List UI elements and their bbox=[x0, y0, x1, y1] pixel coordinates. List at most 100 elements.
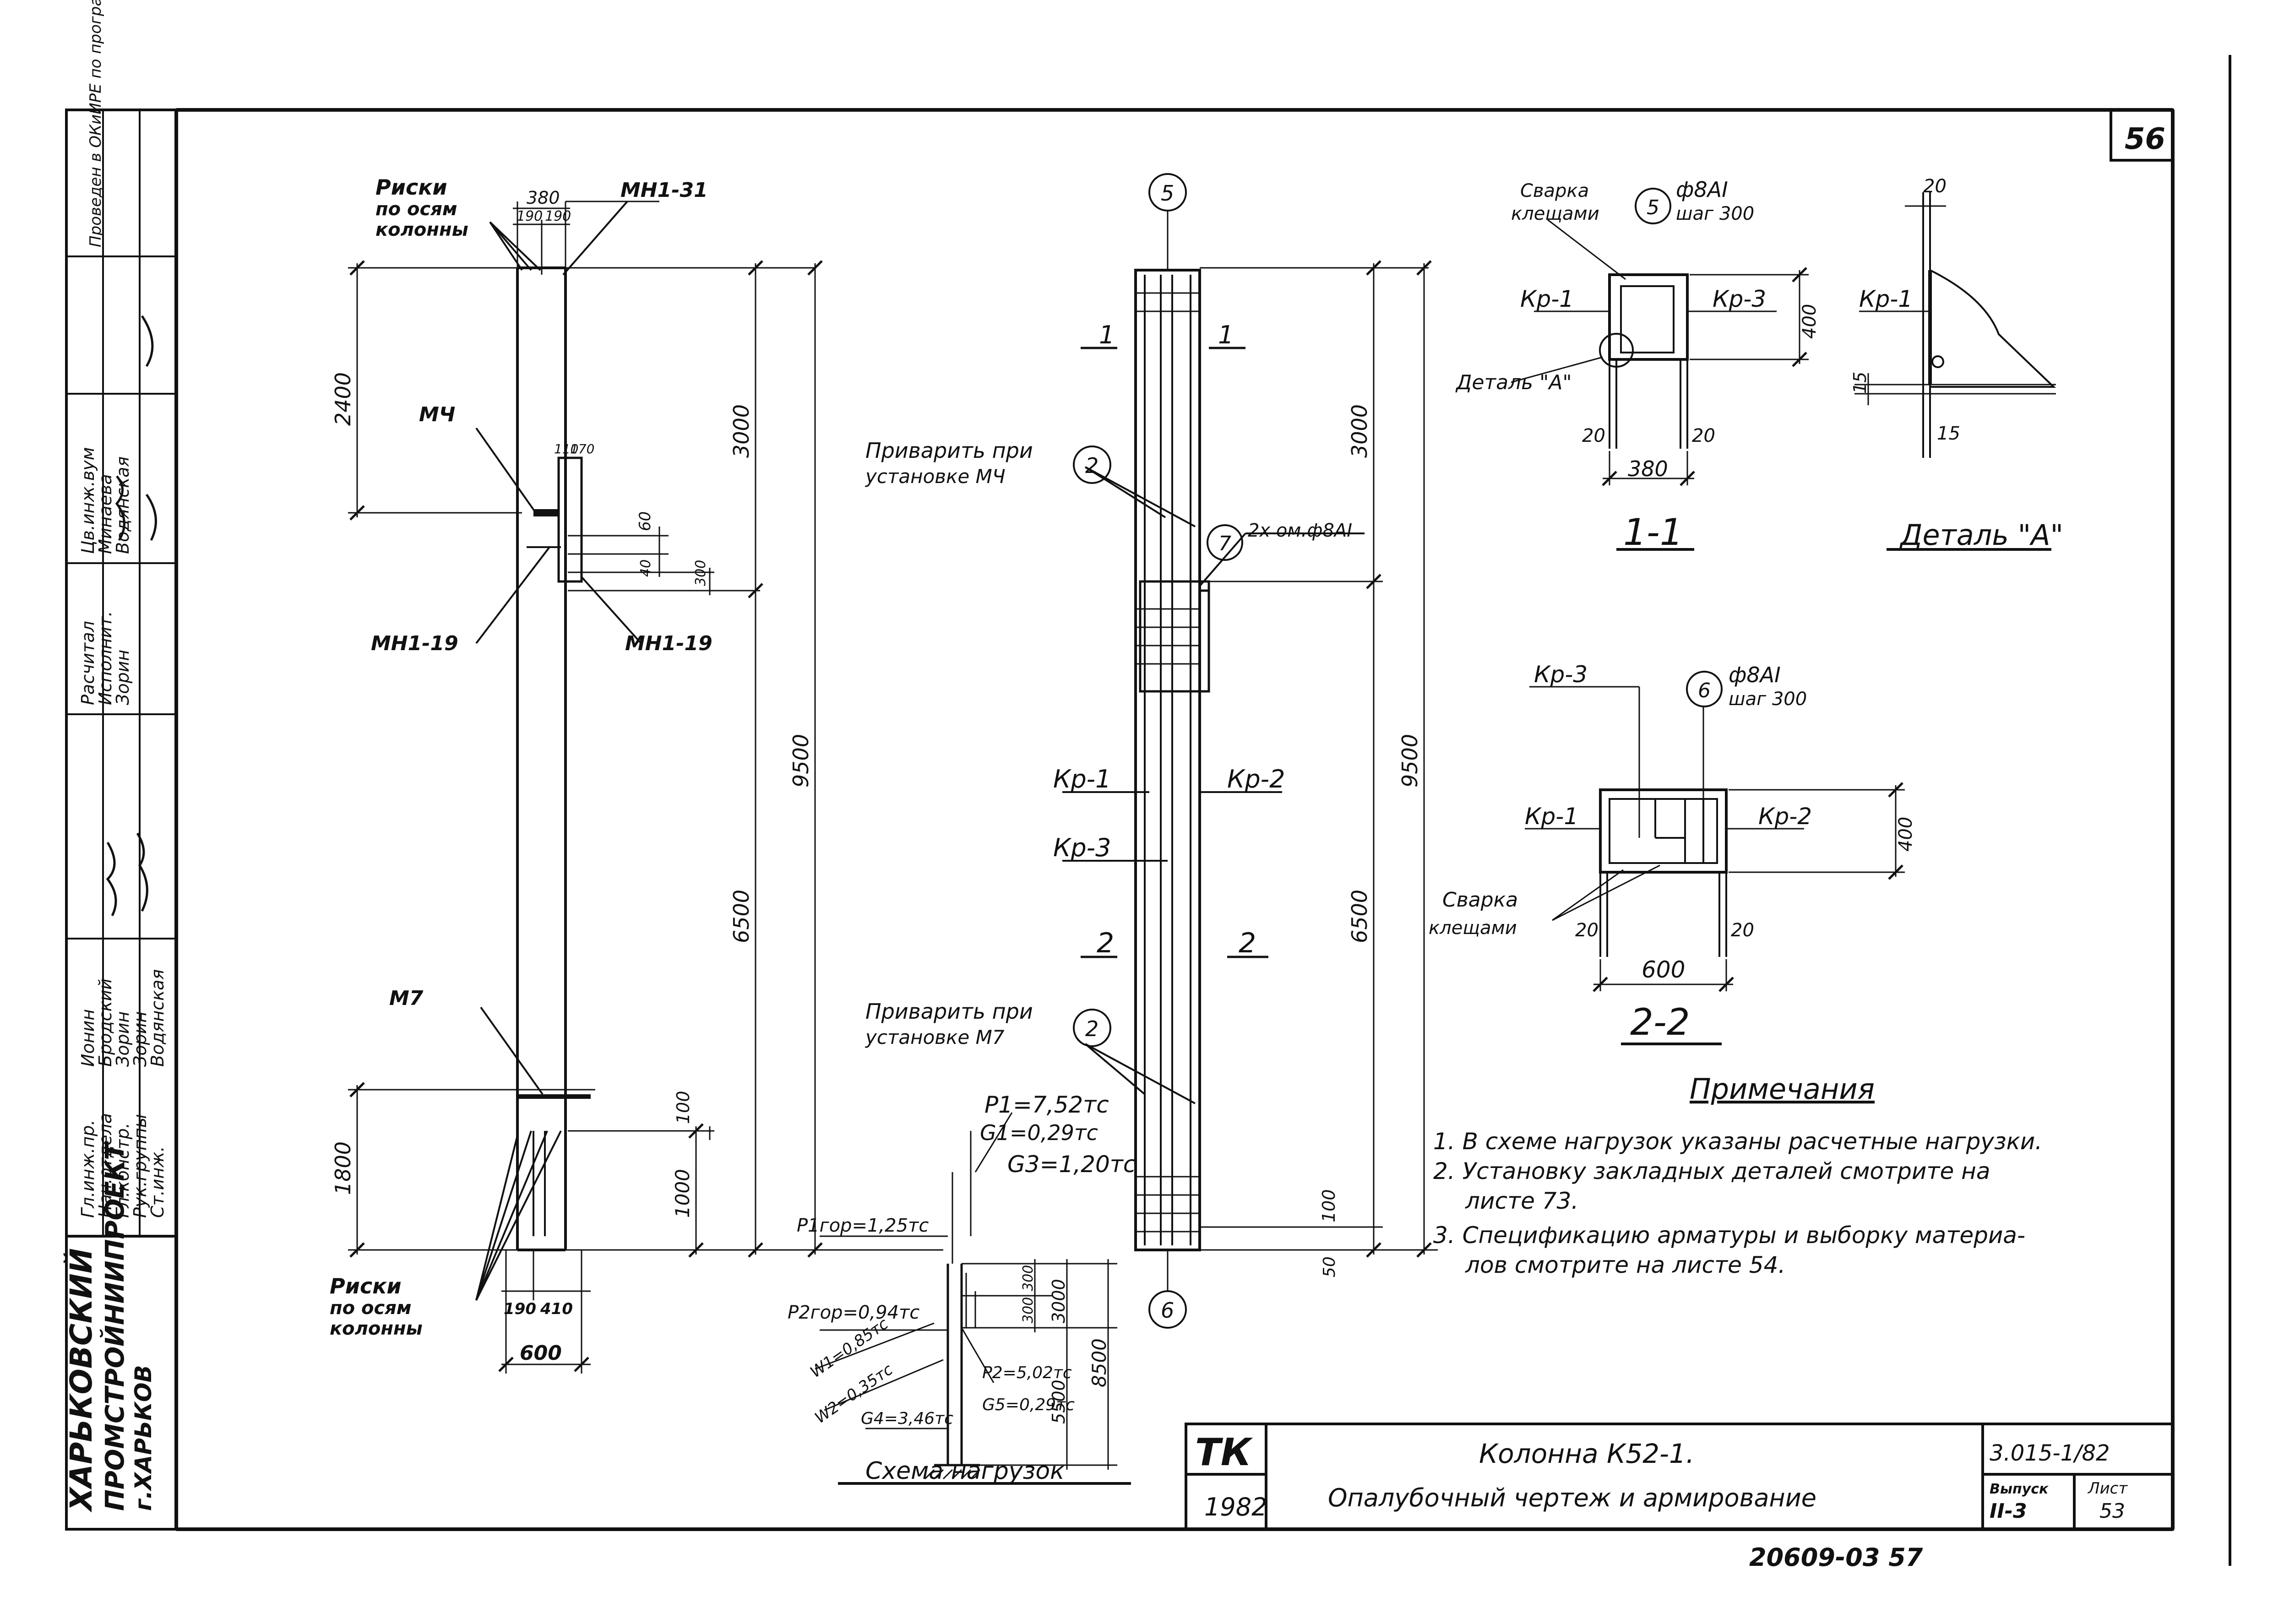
load-g1: G1=0,29тс bbox=[980, 1120, 1098, 1145]
stamp-name: Зорин bbox=[130, 1011, 150, 1067]
rf-dim-9500: 9500 bbox=[1398, 734, 1422, 788]
dim-2400: 2400 bbox=[331, 372, 355, 426]
detail-a: Кр-1 20 15 15 Деталь "А" bbox=[1850, 176, 2063, 552]
risks-top-label: Риски bbox=[375, 175, 447, 200]
risks-bot-sub1: по осям bbox=[330, 1298, 412, 1319]
kr3-label: Кр-3 bbox=[1053, 833, 1111, 862]
s22-dim-400: 400 bbox=[1895, 817, 1916, 852]
s11-dim-20a: 20 bbox=[1582, 425, 1605, 446]
da-dim-15b: 15 bbox=[1937, 423, 1960, 444]
s11-dim-380: 380 bbox=[1628, 456, 1668, 481]
side-stamp: ХАРЬКОВСКИЙ ПРОМСТРОЙНИИПРОЕКТ г.ХАРЬКОВ… bbox=[64, 0, 178, 1531]
stamp-role: Расчитал bbox=[78, 621, 98, 705]
s22-weld2: клещами bbox=[1429, 918, 1517, 939]
note-item: 2. Установку закладных деталей смотрите … bbox=[1433, 1158, 1990, 1184]
mn119-left-label: МН1-19 bbox=[371, 632, 458, 655]
dim-9500: 9500 bbox=[788, 734, 813, 788]
note-item: 1. В схеме нагрузок указаны расчетные на… bbox=[1433, 1128, 2042, 1155]
weld-m7-line1: Приварить при bbox=[865, 999, 1033, 1024]
stamp-name: Зорин bbox=[113, 1011, 133, 1067]
s22-weld1: Сварка bbox=[1442, 888, 1518, 912]
stamp-name: Водянская bbox=[147, 969, 168, 1067]
s11-step: шаг 300 bbox=[1676, 203, 1754, 224]
s11-kr3: Кр-3 bbox=[1713, 286, 1766, 312]
dim-6500: 6500 bbox=[729, 890, 754, 943]
title-line1: Колонна К52-1. bbox=[1479, 1438, 1694, 1469]
org-name-2: ПРОМСТРОЙНИИПРОЕКТ bbox=[100, 1141, 130, 1511]
rf-dim-3000: 3000 bbox=[1347, 404, 1372, 458]
s11-weld2: клещами bbox=[1511, 203, 1599, 224]
kr1-label: Кр-1 bbox=[1053, 765, 1111, 793]
pos-7: 7 bbox=[1218, 532, 1231, 555]
s22-bar: ф8АI bbox=[1729, 663, 1781, 687]
s22-kr1: Кр-1 bbox=[1525, 803, 1578, 830]
cut2-right: 2 bbox=[1239, 927, 1256, 959]
archive-no: 20609-03 57 bbox=[1749, 1543, 1923, 1572]
rf-dim-50: 50 bbox=[1320, 1256, 1339, 1277]
dim-1800: 1800 bbox=[331, 1141, 355, 1195]
dim-190-c: 190 bbox=[504, 1300, 536, 1318]
s11-weld1: Сварка bbox=[1520, 180, 1589, 201]
stamp-name: Водянская bbox=[113, 456, 133, 554]
weld-mch-line2: установке МЧ bbox=[865, 465, 1006, 488]
sheet-no: 53 bbox=[2099, 1499, 2125, 1523]
s22-kr3: Кр-3 bbox=[1534, 661, 1588, 688]
risks-bot-sub2: колонны bbox=[330, 1318, 423, 1339]
dim-100: 100 bbox=[673, 1091, 693, 1124]
notes: Примечания 1. В схеме нагрузок указаны р… bbox=[1433, 1072, 2042, 1278]
formwork-view: Риски по осям колонны МН1-31 МЧ МН1-19 М… bbox=[330, 175, 943, 1374]
load-p2gor: P2гор=0,94тс bbox=[788, 1302, 919, 1323]
weld-mch-line1: Приварить при bbox=[865, 438, 1033, 463]
dim-3000: 3000 bbox=[729, 404, 754, 458]
sheet-frame bbox=[174, 55, 2231, 1566]
s11-dim-20b: 20 bbox=[1692, 425, 1715, 446]
load-dim-300b: 300 bbox=[1020, 1297, 1036, 1323]
clamp-note: 2х ом.ф8АI bbox=[1248, 520, 1352, 541]
dim-300: 300 bbox=[693, 560, 709, 586]
stamp-note: Проведен в ОКиИРЕ по программе ИВС bbox=[87, 0, 105, 247]
stamp-role: Ст.инж. bbox=[147, 1146, 168, 1218]
load-g4: G4=3,46тс bbox=[861, 1409, 953, 1428]
s11-title: 1-1 bbox=[1623, 511, 1683, 554]
risks-bot-label: Риски bbox=[330, 1274, 402, 1298]
s22-dim-20b: 20 bbox=[1731, 920, 1754, 941]
kr2-label: Кр-2 bbox=[1227, 765, 1285, 793]
section-2-2: 6 Кр-3 ф8АI шаг 300 Кр-1 Кр-2 Сварка кле… bbox=[1429, 661, 1916, 1045]
reinforcement-view: 5 6 7 2 2 1 1 2 2 Приварить при установк… bbox=[865, 173, 1438, 1329]
dim-40: 40 bbox=[638, 559, 654, 577]
note-item: листе 73. bbox=[1465, 1188, 1578, 1214]
s22-dim-20a: 20 bbox=[1575, 920, 1599, 941]
stamp-role: Гл.инж.пр. bbox=[78, 1120, 98, 1218]
s22-title: 2-2 bbox=[1630, 1001, 1690, 1043]
stamp-name: Минаева bbox=[95, 474, 115, 554]
stamp-role: Рук.группы bbox=[130, 1114, 150, 1218]
stamp-role: Гл.констр. bbox=[113, 1123, 133, 1218]
mn119-right-label: МН1-19 bbox=[625, 632, 712, 655]
load-dim-5500: 5500 bbox=[1049, 1380, 1069, 1424]
dim-190-b: 190 bbox=[545, 208, 571, 224]
org-mark: ТК bbox=[1195, 1431, 1253, 1474]
stamp-name: Ионин bbox=[78, 1009, 98, 1067]
issue: II-3 bbox=[1990, 1499, 2027, 1523]
stamp-name: Зорин bbox=[113, 650, 133, 705]
list-label: Лист bbox=[2087, 1479, 2128, 1498]
load-dim-300a: 300 bbox=[1020, 1265, 1036, 1291]
rf-dim-100: 100 bbox=[1319, 1189, 1339, 1222]
designation: 3.015-1/82 bbox=[1990, 1440, 2110, 1466]
note-item: лов смотрите на листе 54. bbox=[1465, 1252, 1785, 1278]
stamp-name: Бродский bbox=[95, 978, 115, 1067]
s22-kr2: Кр-2 bbox=[1758, 803, 1812, 830]
s11-kr1: Кр-1 bbox=[1520, 286, 1574, 312]
load-title: Схема нагрузок bbox=[865, 1457, 1065, 1485]
year: 1982 bbox=[1204, 1493, 1267, 1521]
m7-label: М7 bbox=[389, 987, 424, 1010]
dim-110: 110 bbox=[554, 441, 578, 456]
stamp-role: Цв.инж.вум bbox=[78, 447, 98, 554]
mch-label: МЧ bbox=[419, 403, 455, 426]
load-g5: G5=0,29тс bbox=[982, 1396, 1075, 1414]
page-number-box: 56 bbox=[2110, 109, 2174, 162]
cut1-right: 1 bbox=[1218, 320, 1234, 349]
s22-dim-600: 600 bbox=[1642, 956, 1685, 983]
org-name-1: ХАРЬКОВСКИЙ bbox=[64, 1248, 99, 1513]
da-title: Деталь "А" bbox=[1899, 518, 2063, 552]
